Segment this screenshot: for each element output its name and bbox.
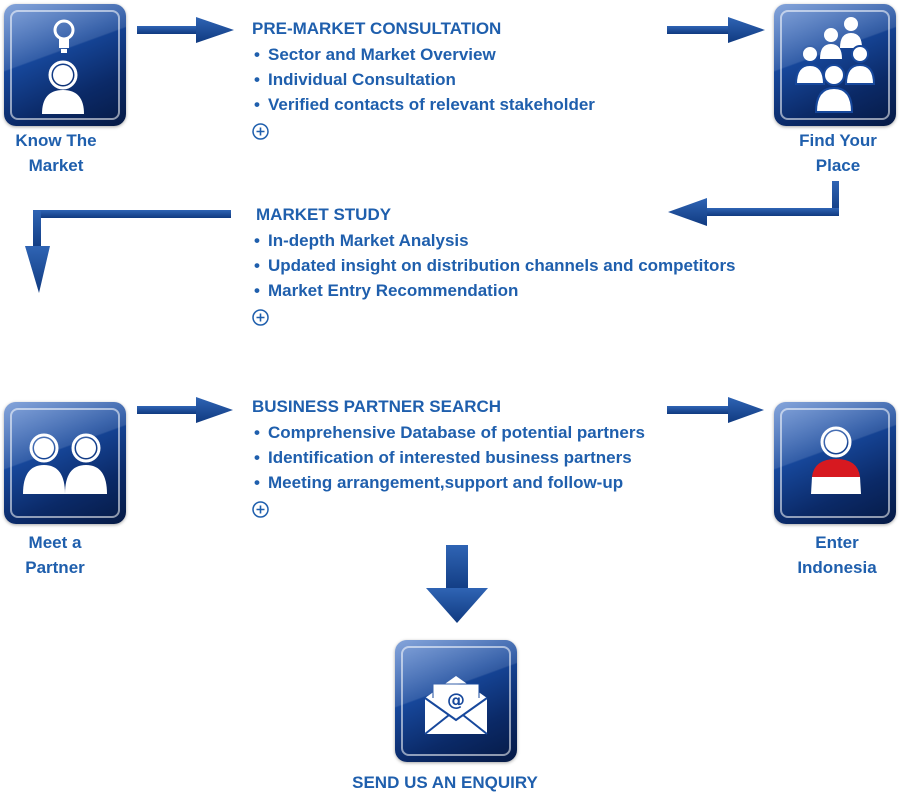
arrow-find-to-study	[668, 181, 839, 226]
pre-market-consultation-title: PRE-MARKET CONSULTATION	[252, 19, 502, 38]
pre-market-consultation-list: Sector and Market Overview Individual Co…	[252, 42, 595, 117]
list-item: Individual Consultation	[252, 67, 595, 92]
meet-a-partner-label-line2: Partner	[25, 558, 85, 577]
business-partner-search-list: Comprehensive Database of potential part…	[252, 420, 645, 495]
meet-a-partner-label-line1: Meet a	[28, 533, 82, 552]
plus-circle-icon[interactable]	[252, 123, 269, 140]
enter-indonesia-tile[interactable]	[774, 402, 896, 524]
send-enquiry-tile[interactable]: @	[395, 640, 517, 762]
business-partner-search-title: BUSINESS PARTNER SEARCH	[252, 397, 502, 416]
market-study-title: MARKET STUDY	[256, 205, 392, 224]
know-the-market-label: Know The Market	[0, 128, 112, 178]
meet-a-partner-tile[interactable]	[4, 402, 126, 524]
market-study-list: In-depth Market Analysis Updated insight…	[252, 228, 736, 303]
plus-circle-icon[interactable]	[252, 501, 269, 518]
know-the-market-tile[interactable]	[4, 4, 126, 126]
find-your-place-label-line1: Find Your	[799, 131, 877, 150]
enter-indonesia-label-line2: Indonesia	[797, 558, 877, 577]
find-your-place-label-line2: Place	[815, 156, 861, 175]
list-item: Sector and Market Overview	[252, 42, 595, 67]
list-item: In-depth Market Analysis	[252, 228, 736, 253]
person-indonesia-flag-icon	[811, 426, 861, 494]
business-partner-search-section: BUSINESS PARTNER SEARCH Comprehensive Da…	[252, 394, 645, 523]
arrow-know-to-consultation	[137, 17, 234, 43]
arrow-study-to-meet	[25, 210, 231, 293]
two-people-icon	[23, 433, 107, 494]
arrow-consultation-to-find	[667, 17, 765, 43]
person-lightbulb-icon	[42, 19, 84, 114]
group-people-icon	[794, 17, 876, 113]
list-item: Verified contacts of relevant stakeholde…	[252, 92, 595, 117]
market-study-section: MARKET STUDY In-depth Market Analysis Up…	[252, 202, 736, 331]
list-item: Meeting arrangement,support and follow-u…	[252, 470, 645, 495]
send-enquiry-link[interactable]: SEND US AN ENQUIRY	[352, 773, 538, 792]
pre-market-consultation-section: PRE-MARKET CONSULTATION Sector and Marke…	[252, 16, 595, 145]
plus-circle-icon[interactable]	[252, 309, 269, 326]
list-item: Identification of interested business pa…	[252, 445, 645, 470]
enter-indonesia-label: Enter Indonesia	[778, 530, 896, 580]
arrow-down-to-enquiry	[426, 545, 488, 623]
know-the-market-label-line2: Market	[28, 156, 84, 175]
list-item: Comprehensive Database of potential part…	[252, 420, 645, 445]
list-item: Updated insight on distribution channels…	[252, 253, 736, 278]
list-item: Market Entry Recommendation	[252, 278, 736, 303]
meet-a-partner-label: Meet a Partner	[0, 530, 110, 580]
arrow-meet-to-partner-search	[137, 397, 233, 423]
know-the-market-label-line1: Know The	[15, 131, 97, 150]
arrow-partner-search-to-enter	[667, 397, 764, 423]
find-your-place-label: Find Your Place	[780, 128, 896, 178]
enter-indonesia-label-line1: Enter	[815, 533, 859, 552]
find-your-place-tile[interactable]	[774, 4, 896, 126]
email-envelope-icon: @	[424, 676, 488, 735]
svg-text:@: @	[447, 690, 465, 711]
